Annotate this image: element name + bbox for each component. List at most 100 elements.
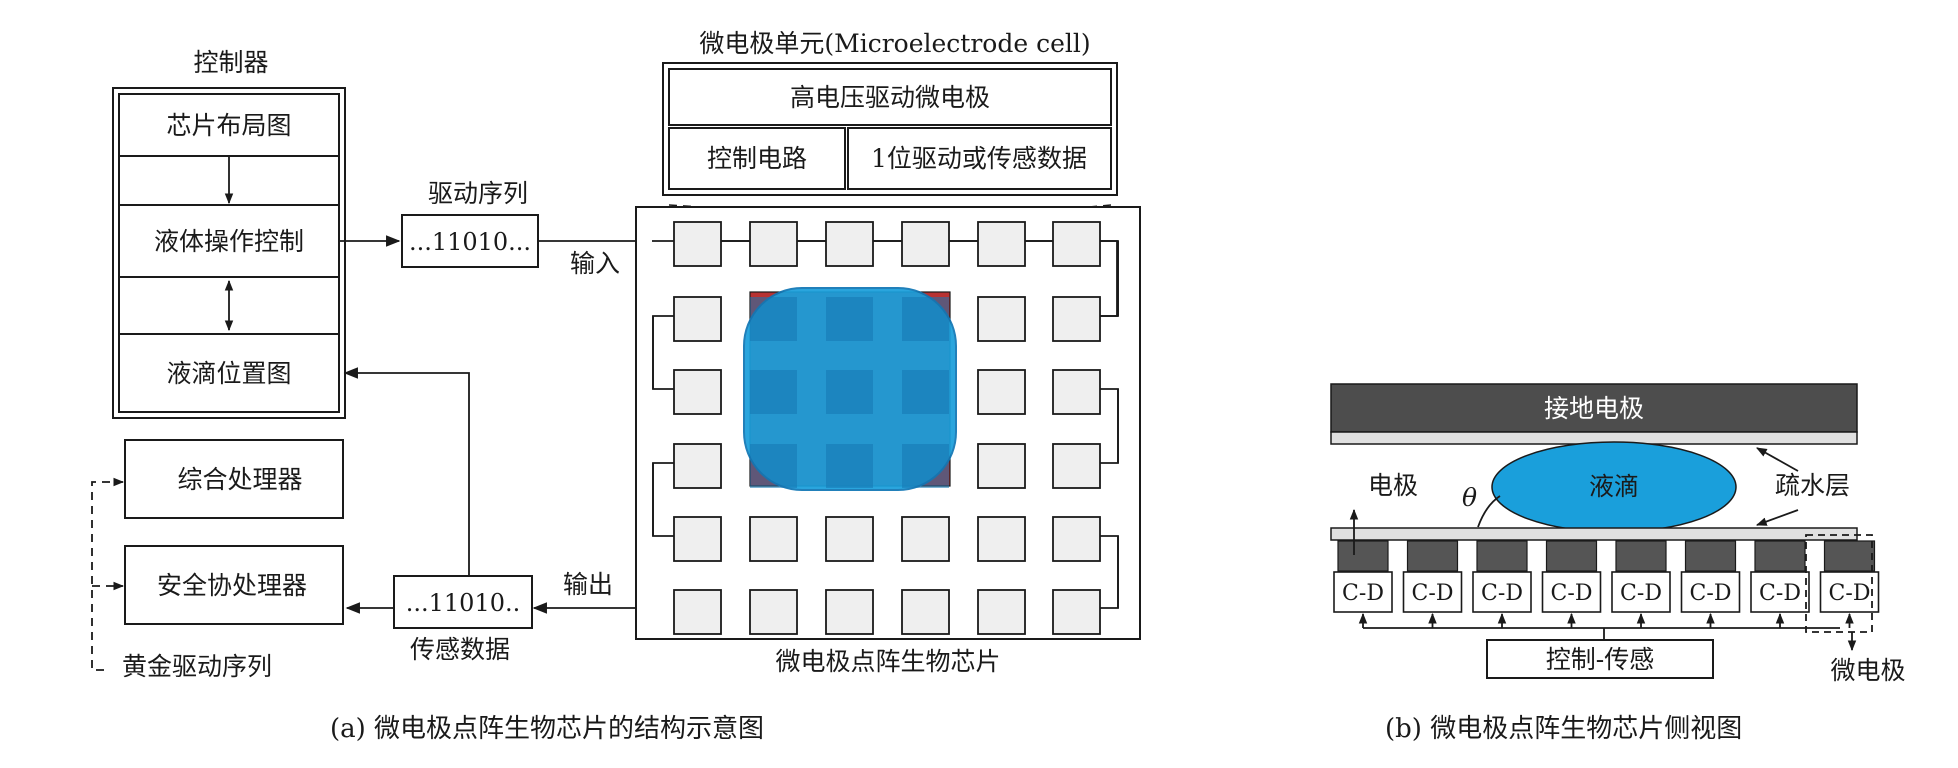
chip-cell [1052, 589, 1101, 635]
electrode-block [1754, 540, 1806, 572]
output-label: 输出 [563, 570, 613, 599]
chip-cell-under-droplet [750, 370, 797, 414]
chip-cell-under-droplet [826, 444, 873, 488]
control-bus [1363, 627, 1840, 640]
electrode-block [1684, 540, 1737, 572]
chip-group: 微电极点阵生物芯片 [635, 206, 1141, 676]
chip-cell [749, 516, 798, 562]
side-droplet-label: 液滴 [1589, 472, 1639, 501]
hv-electrode-label: 高电压驱动微电极 [790, 83, 990, 112]
hydrophobic-arrow-top [1756, 447, 1799, 472]
microelectrode-cell-group: 微电极单元(Microelectrode cell) 高电压驱动微电极 控制电路… [662, 29, 1118, 221]
chip-cell [1052, 516, 1101, 562]
one-bit-data-label: 1位驱动或传感数据 [871, 144, 1087, 173]
chip-cell [977, 589, 1026, 635]
chip-cell-under-droplet [826, 370, 873, 414]
bottom-hydrophobic-layer [1330, 527, 1858, 541]
chip-cell [977, 443, 1026, 489]
chip-cell-under-droplet [902, 297, 949, 341]
electrode-block [1615, 540, 1667, 572]
cd-cell-label: C-D [1551, 581, 1593, 606]
golden-sequence-label: 黄金驱动序列 [122, 652, 272, 681]
arrow-sense-to-droplet-map [343, 367, 470, 576]
hydrophobic-label: 疏水层 [1775, 471, 1850, 500]
control-circuit-box [668, 127, 846, 190]
golden-sequence-dashed-line [91, 477, 125, 671]
chip-cell [1052, 443, 1101, 489]
chip-cell [1052, 296, 1101, 342]
chip-cells [673, 221, 1101, 635]
cd-cell-box [1611, 571, 1671, 613]
integrated-processor-box [124, 439, 344, 519]
chip-cell [901, 516, 950, 562]
cd-cell-label: C-D [1620, 581, 1662, 606]
chip-cell [825, 589, 874, 635]
chip-cell [977, 221, 1026, 267]
cd-cell-label: C-D [1342, 581, 1384, 606]
chip-cell-under-droplet [902, 444, 949, 488]
cd-cell-box [1680, 571, 1741, 613]
droplet-covered-cells [750, 297, 949, 488]
droplet-map-box [118, 333, 340, 413]
chip-row-links [652, 241, 1119, 608]
chip-cell [673, 443, 722, 489]
drive-sequence-box [401, 214, 539, 268]
chip-cell [977, 369, 1026, 415]
hydrophobic-arrow-bottom [1755, 509, 1799, 526]
chip-cell [901, 221, 950, 267]
chip-cell-under-droplet [750, 297, 797, 341]
control-circuit-label: 控制电路 [707, 144, 807, 173]
sensing-group: ...11010.. 传感数据 输出 [343, 367, 670, 664]
hv-electrode-box [668, 68, 1112, 126]
electrode-block [1476, 540, 1528, 572]
ground-electrode-label: 接地电极 [1544, 394, 1644, 423]
drive-sequence-group: 驱动序列 ...11010... 输入 [339, 179, 672, 278]
cd-cell-box [1333, 571, 1393, 613]
chip-cell [673, 589, 722, 635]
cd-cell-label: C-D [1829, 581, 1871, 606]
sense-data-value: ...11010.. [406, 589, 521, 617]
cd-cell-label: C-D [1481, 581, 1523, 606]
droplet-on-chip [743, 287, 957, 491]
chip-cell [977, 296, 1026, 342]
input-label: 输入 [570, 249, 620, 278]
controller-title: 控制器 [193, 48, 268, 77]
chip-cell [749, 221, 798, 267]
processor-group: 综合处理器 安全协处理器 黄金驱动序列 [91, 439, 344, 681]
cd-cell-label: C-D [1412, 581, 1454, 606]
chip-cell [901, 589, 950, 635]
microelectrode-highlight [1805, 534, 1873, 633]
one-bit-data-box [847, 127, 1112, 190]
chip-cell [673, 369, 722, 415]
chip-cell [977, 516, 1026, 562]
liquid-control-label: 液体操作控制 [154, 227, 304, 256]
control-sense-label: 控制-传感 [1546, 645, 1654, 674]
chip-cell [673, 221, 722, 267]
electrode-block [1545, 540, 1598, 572]
caption-a: (a) 微电极点阵生物芯片的结构示意图 [330, 714, 764, 744]
cd-cell-label: C-D [1690, 581, 1732, 606]
drive-sequence-label: 驱动序列 [428, 179, 528, 208]
controller-group: 控制器 芯片布局图 液体操作控制 液滴位置图 [112, 48, 346, 419]
layout-map-label: 芯片布局图 [166, 111, 291, 140]
ground-electrode-plate [1330, 383, 1858, 433]
contact-angle-arc [1477, 495, 1501, 528]
chip-cell [673, 516, 722, 562]
control-sense-box [1486, 639, 1714, 679]
microelectrode-label: 微电极 [1830, 656, 1905, 685]
cd-cell-box [1819, 571, 1880, 613]
electrode-block [1823, 540, 1876, 572]
cd-cell-box [1541, 571, 1602, 613]
chip-cell [825, 516, 874, 562]
electrode-label: 电极 [1368, 471, 1418, 500]
caption-b: (b) 微电极点阵生物芯片侧视图 [1385, 714, 1742, 744]
sense-data-label: 传感数据 [410, 635, 510, 664]
chip-cell [749, 589, 798, 635]
security-coprocessor-label: 安全协处理器 [157, 571, 307, 600]
bus-arrows [1358, 612, 1854, 628]
security-coprocessor-box [124, 545, 344, 625]
chip-cell [1052, 221, 1101, 267]
